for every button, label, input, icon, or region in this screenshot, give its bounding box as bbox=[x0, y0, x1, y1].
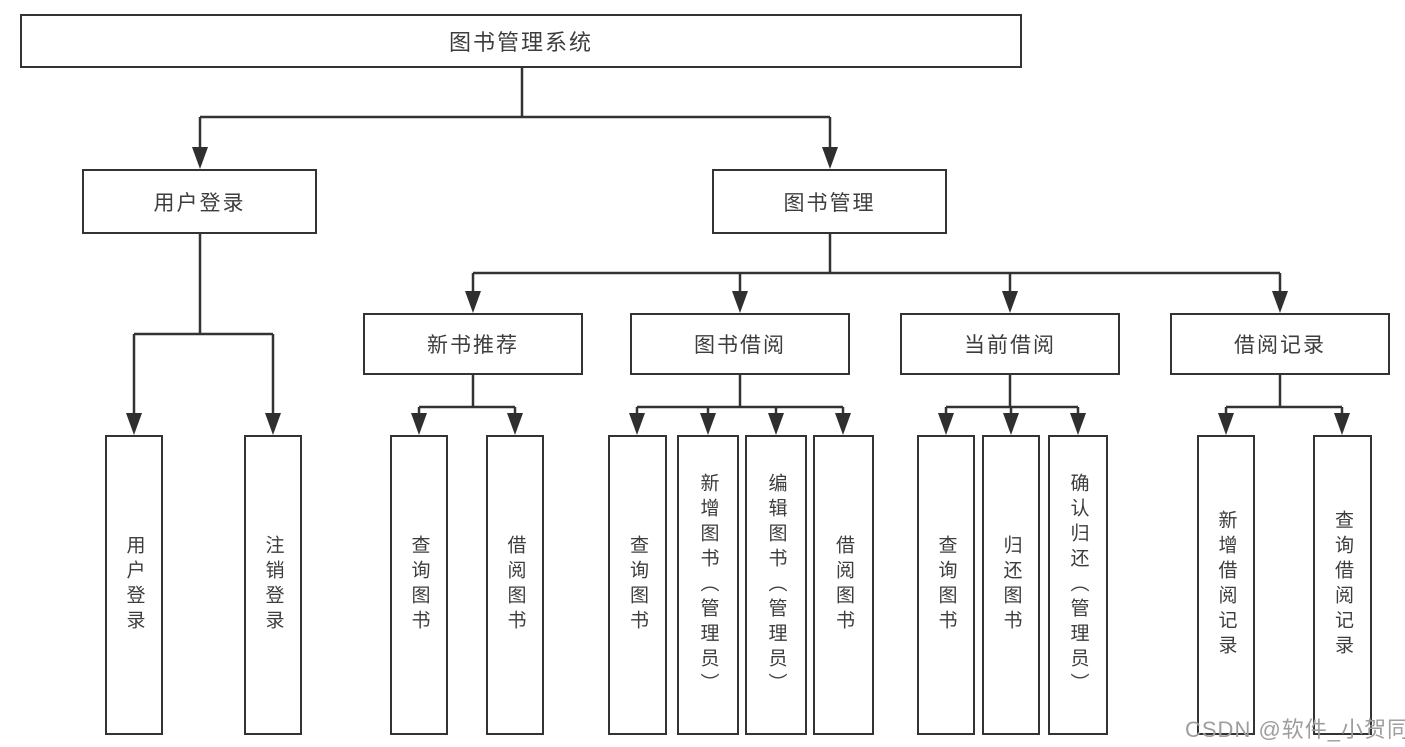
leaf-logout: 注销登录 bbox=[244, 435, 302, 735]
node-borrow-records: 借阅记录 bbox=[1170, 313, 1390, 375]
leaf-borrow-query-books: 查询图书 bbox=[608, 435, 667, 735]
leaf-newbook-borrow-books-label: 借阅图书 bbox=[504, 535, 526, 635]
leaf-newbook-query-books: 查询图书 bbox=[390, 435, 448, 735]
leaf-current-return-books-label: 归还图书 bbox=[1000, 535, 1022, 635]
leaf-borrow-edit-books-admin-label: 编辑图书（管理员） bbox=[765, 472, 787, 698]
node-book-management: 图书管理 bbox=[712, 169, 947, 234]
node-book-borrow-label: 图书借阅 bbox=[694, 334, 786, 357]
leaf-newbook-borrow-books: 借阅图书 bbox=[486, 435, 544, 735]
node-borrow-records-label: 借阅记录 bbox=[1234, 334, 1326, 357]
leaf-borrow-add-books-admin: 新增图书（管理员） bbox=[677, 435, 739, 735]
node-book-management-label: 图书管理 bbox=[783, 191, 876, 215]
node-user-login: 用户登录 bbox=[82, 169, 317, 234]
node-book-borrow: 图书借阅 bbox=[630, 313, 850, 375]
node-root-label: 图书管理系统 bbox=[448, 30, 593, 55]
node-root: 图书管理系统 bbox=[20, 14, 1022, 68]
leaf-borrow-edit-books-admin: 编辑图书（管理员） bbox=[745, 435, 807, 735]
leaf-user-login: 用户登录 bbox=[105, 435, 163, 735]
leaf-current-query-books-label: 查询图书 bbox=[935, 535, 957, 635]
leaf-borrow-borrow-books-label: 借阅图书 bbox=[833, 535, 854, 635]
node-new-book-recommend: 新书推荐 bbox=[363, 313, 583, 375]
leaf-records-add-record-label: 新增借阅记录 bbox=[1215, 510, 1237, 660]
leaf-current-return-books: 归还图书 bbox=[982, 435, 1040, 735]
node-current-borrow: 当前借阅 bbox=[900, 313, 1120, 375]
node-current-borrow-label: 当前借阅 bbox=[964, 334, 1056, 357]
leaf-borrow-borrow-books: 借阅图书 bbox=[813, 435, 874, 735]
leaf-borrow-query-books-label: 查询图书 bbox=[627, 535, 648, 635]
leaf-newbook-query-books-label: 查询图书 bbox=[408, 535, 430, 635]
leaf-records-query-record: 查询借阅记录 bbox=[1313, 435, 1372, 735]
csdn-watermark: CSDN @软件_小贺同学 bbox=[1185, 717, 1405, 742]
leaf-records-add-record: 新增借阅记录 bbox=[1197, 435, 1255, 735]
arrowheads-group bbox=[126, 147, 1350, 435]
node-user-login-label: 用户登录 bbox=[153, 191, 246, 215]
leaf-user-login-label: 用户登录 bbox=[123, 535, 145, 635]
leaf-records-query-record-label: 查询借阅记录 bbox=[1332, 510, 1353, 660]
leaf-current-query-books: 查询图书 bbox=[917, 435, 975, 735]
node-new-book-recommend-label: 新书推荐 bbox=[427, 334, 519, 357]
leaf-current-confirm-return-admin: 确认归还（管理员） bbox=[1048, 435, 1108, 735]
leaf-logout-label: 注销登录 bbox=[262, 535, 284, 635]
leaf-borrow-add-books-admin-label: 新增图书（管理员） bbox=[697, 472, 719, 698]
leaf-current-confirm-return-admin-label: 确认归还（管理员） bbox=[1067, 472, 1089, 698]
